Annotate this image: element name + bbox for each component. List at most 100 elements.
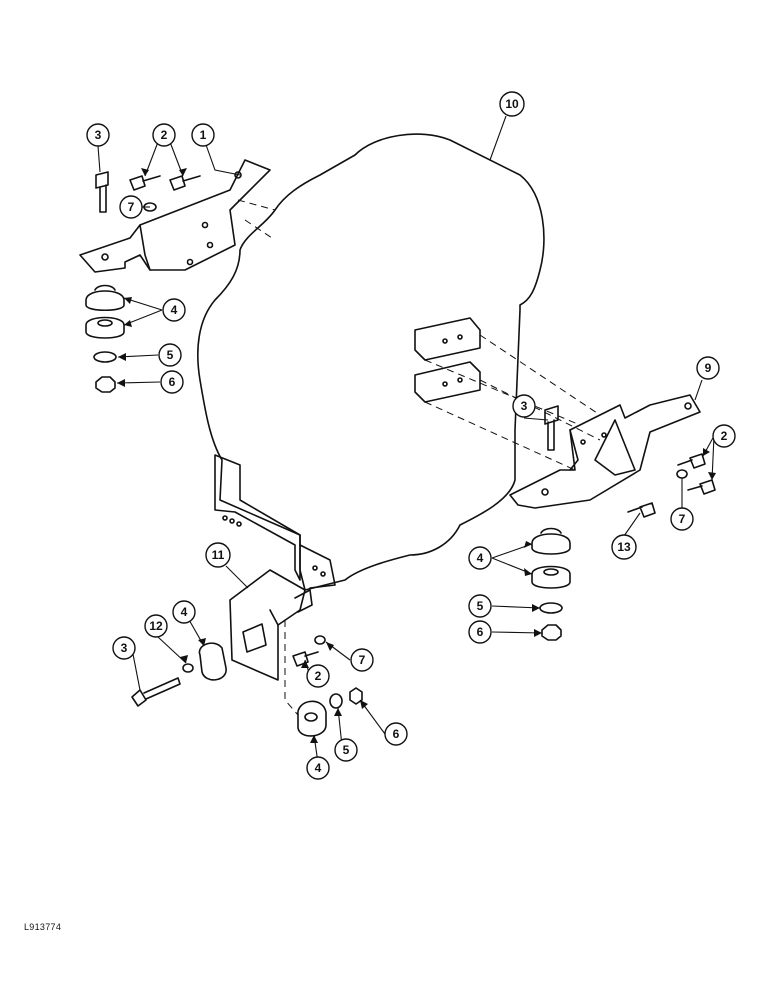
assembly-line — [244, 219, 276, 241]
callout-circle — [712, 424, 736, 448]
bracket-tab — [294, 589, 313, 613]
leader-line — [131, 648, 141, 691]
arrowhead — [326, 642, 334, 651]
bolt-3-front — [131, 677, 181, 707]
callout-circle — [306, 756, 330, 780]
nut-6-left — [95, 376, 116, 393]
callout-circle — [334, 738, 358, 762]
callout-2: 2 — [315, 669, 322, 683]
callout-5: 5 — [167, 348, 174, 362]
assembly-line — [284, 620, 299, 716]
arrowhead — [117, 379, 125, 387]
arrowhead — [118, 353, 126, 361]
arrowhead — [360, 700, 368, 709]
arrowhead — [708, 472, 716, 480]
rubber-mount-4-front — [198, 642, 227, 681]
left-mount-bracket — [79, 159, 271, 273]
washer-5-bottom — [329, 693, 343, 709]
callout-7: 7 — [679, 512, 686, 526]
callout-4: 4 — [171, 303, 178, 317]
leader-line — [694, 379, 703, 401]
assembly-line — [479, 379, 601, 441]
arrowhead — [524, 541, 532, 548]
bolt-hole — [457, 377, 463, 383]
assembly-line — [424, 359, 581, 426]
engine-outline — [197, 133, 545, 591]
callout-circle — [670, 507, 694, 531]
callout-circle — [119, 195, 143, 219]
front-mount-bracket — [229, 569, 306, 681]
arrowhead — [124, 297, 132, 304]
callout-circle — [191, 123, 215, 147]
washer-7-front — [314, 635, 326, 645]
callout-circle — [696, 356, 720, 380]
engine-left-bracket — [214, 454, 301, 581]
frame-rail-lower — [414, 361, 481, 403]
callout-circle — [468, 546, 492, 570]
washer-12 — [182, 663, 194, 673]
leader-line — [623, 512, 641, 537]
callout-circle — [306, 664, 330, 688]
assembly-line — [237, 199, 276, 211]
callout-4: 4 — [181, 605, 188, 619]
bracket-fold-line — [139, 224, 151, 271]
assembly-line — [479, 334, 601, 416]
bolt-13 — [627, 502, 656, 518]
callout-5: 5 — [477, 599, 484, 613]
bolt-hole — [320, 571, 326, 577]
bolt-hole — [457, 334, 463, 340]
leader-line — [489, 115, 507, 161]
bolt-hole — [206, 241, 214, 249]
arrowhead — [524, 568, 532, 576]
callout-6: 6 — [393, 727, 400, 741]
callout-circle — [350, 648, 374, 672]
bracket-gusset — [594, 419, 636, 476]
bolt-hole — [541, 488, 549, 496]
callout-7: 7 — [359, 653, 366, 667]
callout-circle — [152, 123, 176, 147]
bracket-fold-line — [269, 609, 279, 626]
leader-line — [523, 417, 549, 421]
rubber-mount-4-right-lower — [531, 565, 571, 589]
rubber-mount-4-left-lower — [85, 316, 125, 339]
callout-circle — [86, 123, 110, 147]
callout-circle — [162, 298, 186, 322]
right-mount-bracket — [509, 394, 701, 509]
callout-2: 2 — [161, 128, 168, 142]
bolt-hole — [442, 338, 448, 344]
callout-6: 6 — [477, 625, 484, 639]
bolt-2-right-b — [687, 479, 716, 495]
washer-7-right — [676, 469, 688, 479]
leader-line — [204, 141, 241, 176]
callout-3: 3 — [95, 128, 102, 142]
engine-rear-flange — [299, 544, 336, 589]
arrowhead — [141, 168, 149, 176]
callout-2: 2 — [721, 429, 728, 443]
callout-5: 5 — [343, 743, 350, 757]
callout-circle — [611, 534, 637, 560]
bolt-2-front — [292, 651, 319, 667]
bracket-slot — [242, 623, 267, 653]
assembly-line — [424, 401, 576, 471]
bolt-hole — [229, 518, 235, 524]
drawing-reference-code: L913774 — [24, 922, 62, 932]
bolt-2-left-b — [169, 175, 201, 191]
callout-circle — [112, 636, 136, 660]
callout-12: 12 — [149, 619, 163, 633]
arrowhead — [334, 708, 342, 716]
arrowhead — [301, 660, 309, 668]
rubber-mount-4-right-upper — [531, 527, 571, 555]
arrowhead — [179, 168, 187, 176]
leader-line — [225, 565, 249, 589]
bolt-2-left-a — [129, 175, 161, 191]
bolt-hole — [312, 565, 318, 571]
arrowhead — [703, 448, 710, 456]
callout-3: 3 — [121, 641, 128, 655]
callout-circle — [160, 370, 184, 394]
leader-line — [491, 631, 543, 634]
callout-circle — [205, 542, 231, 568]
bolt-hole — [580, 439, 586, 445]
callout-circle — [468, 620, 492, 644]
leader-line — [97, 145, 101, 173]
